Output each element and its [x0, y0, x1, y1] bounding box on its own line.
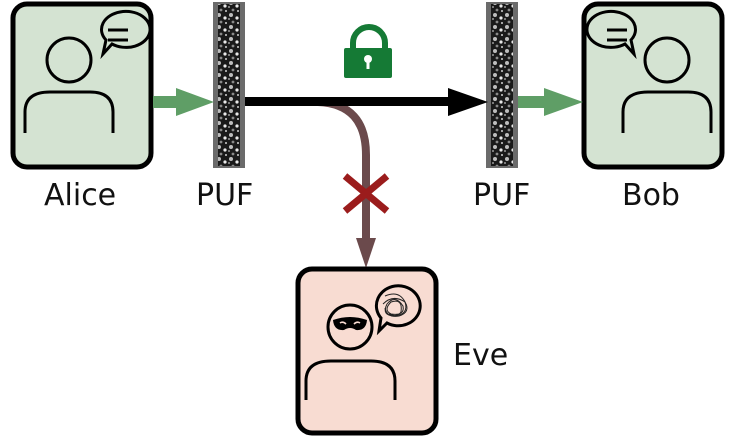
alice-to-puf-arrow — [153, 88, 214, 116]
secure-channel-arrow — [245, 88, 488, 116]
bob-label: Bob — [622, 178, 680, 213]
puf-left-label: PUF — [196, 178, 254, 213]
speech-bubble-icon — [585, 9, 637, 60]
cross-icon — [342, 173, 390, 214]
person-icon — [621, 36, 713, 133]
person-icon — [23, 36, 115, 133]
puf-right-block — [486, 2, 518, 168]
speech-bubble-icon — [100, 9, 152, 60]
lock-icon — [344, 24, 392, 78]
eve-card — [295, 266, 439, 436]
eavesdrop-arrow — [317, 98, 376, 268]
masked-person-icon — [304, 303, 397, 400]
alice-label: Alice — [44, 178, 117, 213]
eve-label: Eve — [453, 338, 509, 373]
scribble-thought-icon — [374, 284, 422, 336]
puf-to-bob-arrow — [518, 88, 583, 116]
bob-card — [581, 1, 725, 170]
puf-left-block — [213, 2, 245, 168]
puf-right-label: PUF — [473, 178, 531, 213]
alice-card — [10, 1, 154, 170]
